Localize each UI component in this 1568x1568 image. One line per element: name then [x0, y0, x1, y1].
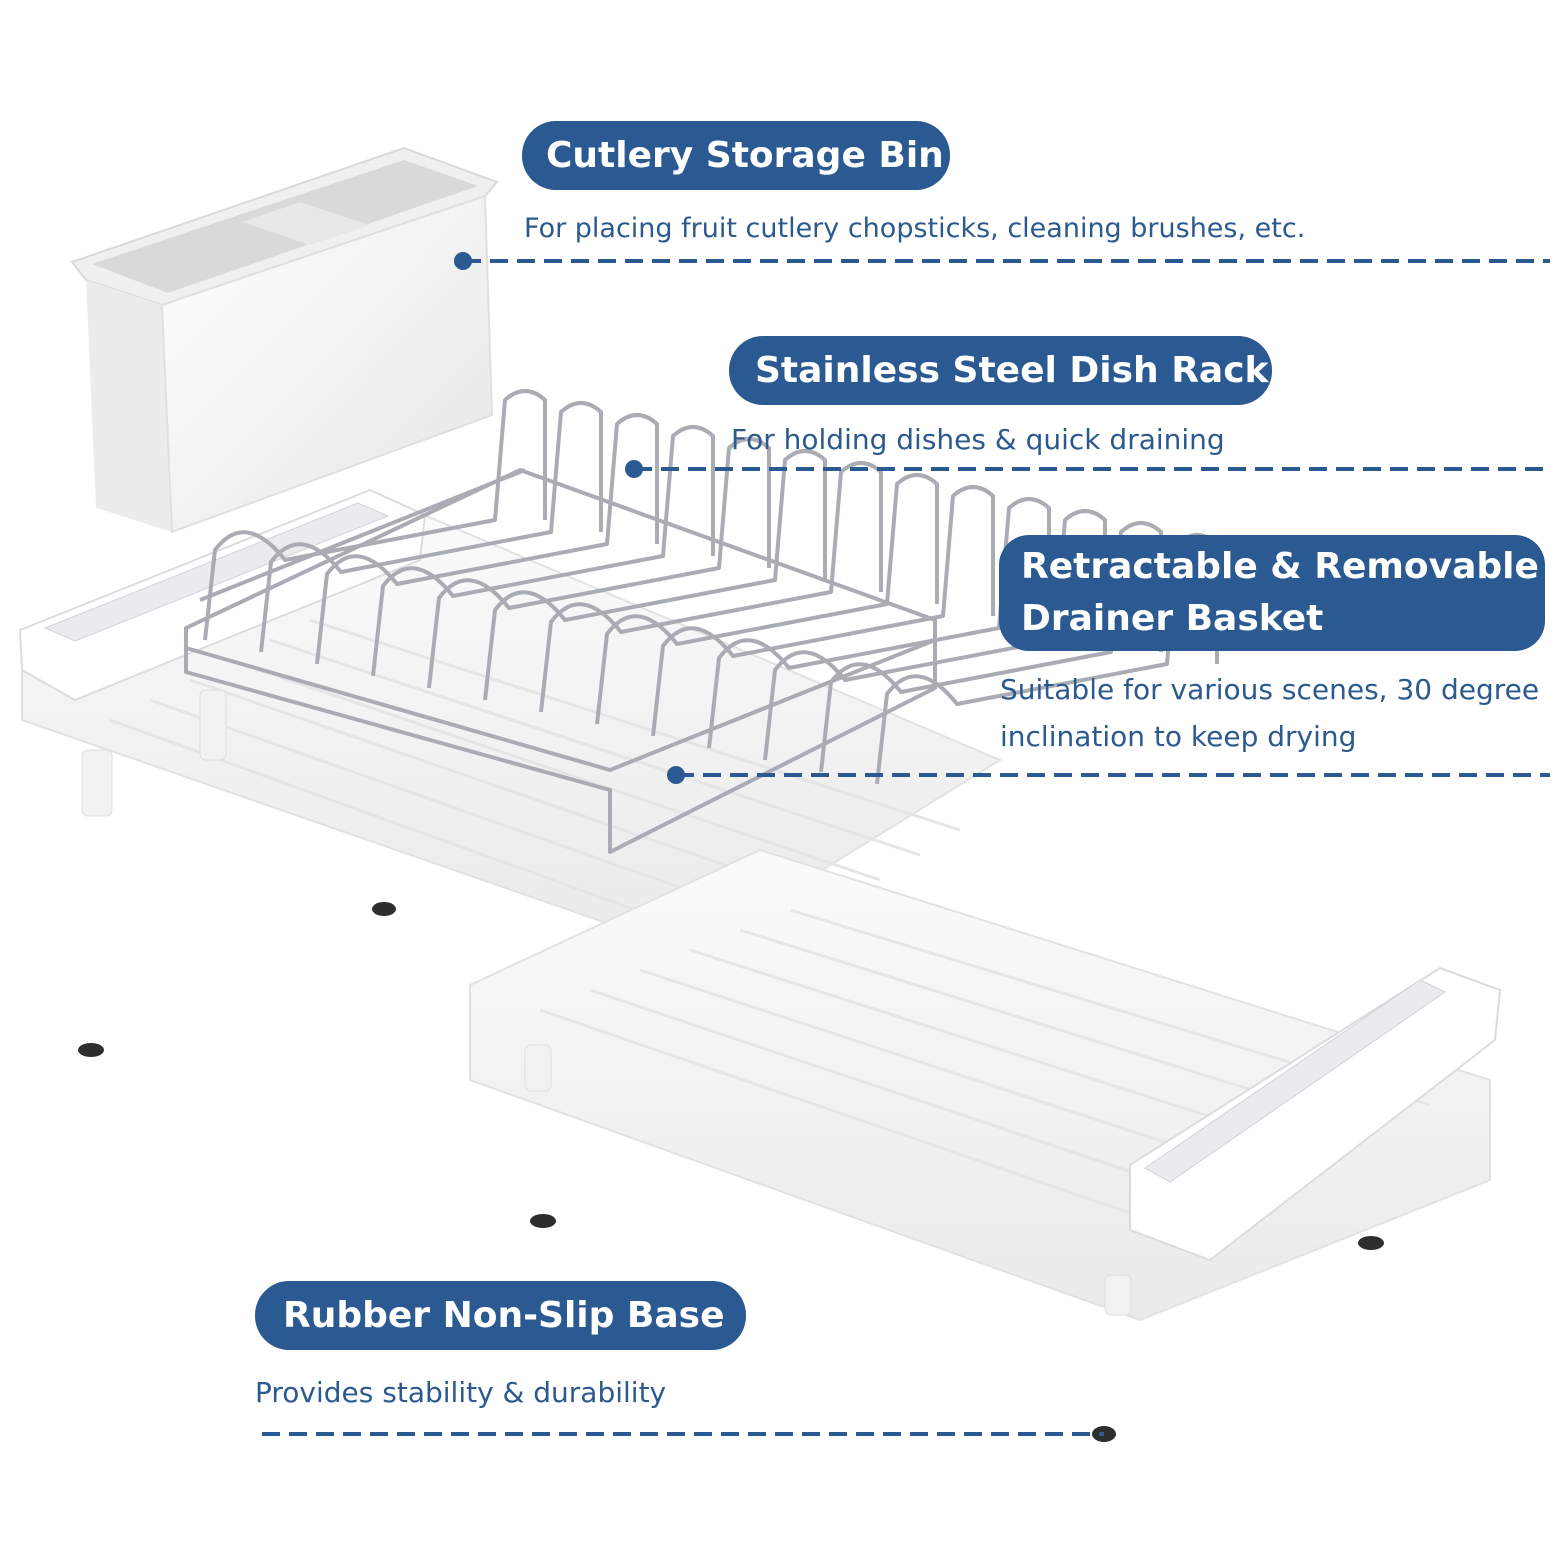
extension-tray-leg — [1104, 1274, 1132, 1316]
extension-tray-leg — [524, 1044, 552, 1092]
leader-dot — [667, 766, 685, 784]
bin-front-face — [86, 280, 172, 532]
leader-dots — [454, 252, 685, 784]
rack-wire — [315, 413, 659, 665]
cutlery-bin-title-badge: Cutlery Storage Bin — [522, 121, 950, 190]
leader-dot — [454, 252, 472, 270]
rack-wire — [371, 425, 715, 677]
main-tray-leg — [81, 749, 113, 817]
cutlery-bin-description: For placing fruit cutlery chopsticks, cl… — [524, 213, 1306, 244]
main-tray-leg — [199, 689, 227, 761]
rubber-feet — [78, 902, 1384, 1442]
drainer-basket-description-line: Suitable for various scenes, 30 degree — [1000, 673, 1540, 706]
rack-wire — [203, 389, 547, 641]
rack-wire — [819, 521, 1163, 773]
rack-back-rail — [199, 468, 526, 602]
non-slip-base-description: Provides stability & durability — [255, 1376, 667, 1409]
drainer-basket-title-badge: Retractable & Removable Drainer Basket — [999, 535, 1545, 651]
leader-dot — [625, 460, 643, 478]
rubber-foot — [1358, 1236, 1384, 1250]
rubber-foot — [372, 902, 396, 916]
extension-tray-end-panel — [1129, 966, 1502, 1262]
non-slip-base-title: Rubber Non-Slip Base — [283, 1295, 725, 1336]
extension-tray-ribs — [539, 908, 1431, 1232]
rubber-foot — [530, 1214, 556, 1228]
drainer-basket-description-line: inclination to keep drying — [1000, 720, 1357, 753]
dish-rack-description: For holding dishes & quick draining — [731, 423, 1225, 456]
drainer-basket-title-line: Drainer Basket — [1021, 598, 1324, 639]
rack-wire — [483, 449, 827, 701]
non-slip-base-title-badge: Rubber Non-Slip Base — [255, 1281, 746, 1350]
extension-tray-steel-strip — [1144, 979, 1446, 1183]
rack-wire — [595, 473, 939, 725]
bin-side-face — [160, 194, 494, 534]
dish-rack-title-badge: Stainless Steel Dish Rack — [729, 336, 1272, 405]
leader-lines — [262, 259, 1550, 1436]
cutlery-bin-title: Cutlery Storage Bin — [546, 135, 944, 176]
rack-wire — [707, 497, 1051, 749]
rack-frame — [184, 468, 937, 854]
cutlery-bin — [70, 146, 499, 534]
main-tray-end-panel — [18, 488, 427, 702]
dish-rack-title: Stainless Steel Dish Rack — [755, 350, 1269, 391]
drainer-basket-description: Suitable for various scenes, 30 degree i… — [1000, 666, 1539, 760]
rack-wire — [763, 509, 1107, 761]
rack-wire — [427, 437, 771, 689]
drainer-basket-title-line: Retractable & Removable — [1021, 546, 1539, 587]
rack-wire — [539, 461, 883, 713]
rack-front-rail — [185, 638, 936, 772]
rubber-foot — [78, 1043, 104, 1057]
rack-wire — [651, 485, 995, 737]
main-tray-steel-strip — [43, 502, 390, 642]
rack-wire — [259, 401, 603, 653]
bin-divider — [242, 202, 370, 245]
extension-tray — [469, 848, 1502, 1322]
